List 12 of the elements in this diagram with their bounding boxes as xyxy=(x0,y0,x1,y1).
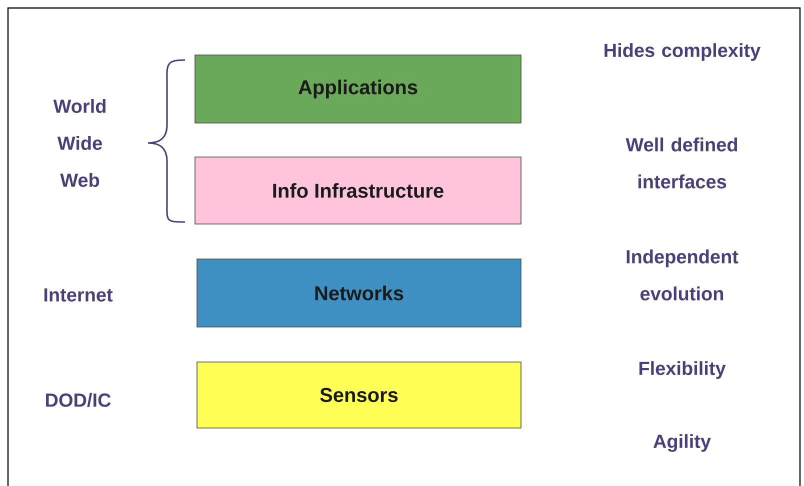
layer-box: Sensors xyxy=(196,362,522,428)
side-label: World Wide Web xyxy=(53,99,106,187)
side-label: Internet xyxy=(44,288,113,302)
side-label: Well defined interfaces xyxy=(626,138,738,188)
layer-box: Info Infrastructure xyxy=(194,156,522,224)
side-label: Agility xyxy=(653,434,711,452)
side-label: Hides complexity xyxy=(604,43,761,61)
side-label: Independent evolution xyxy=(626,250,738,300)
side-label: DOD/IC xyxy=(46,392,111,408)
layer-box: Networks xyxy=(196,258,522,328)
layer-box: Applications xyxy=(194,54,522,124)
side-label: Flexibility xyxy=(639,361,726,379)
